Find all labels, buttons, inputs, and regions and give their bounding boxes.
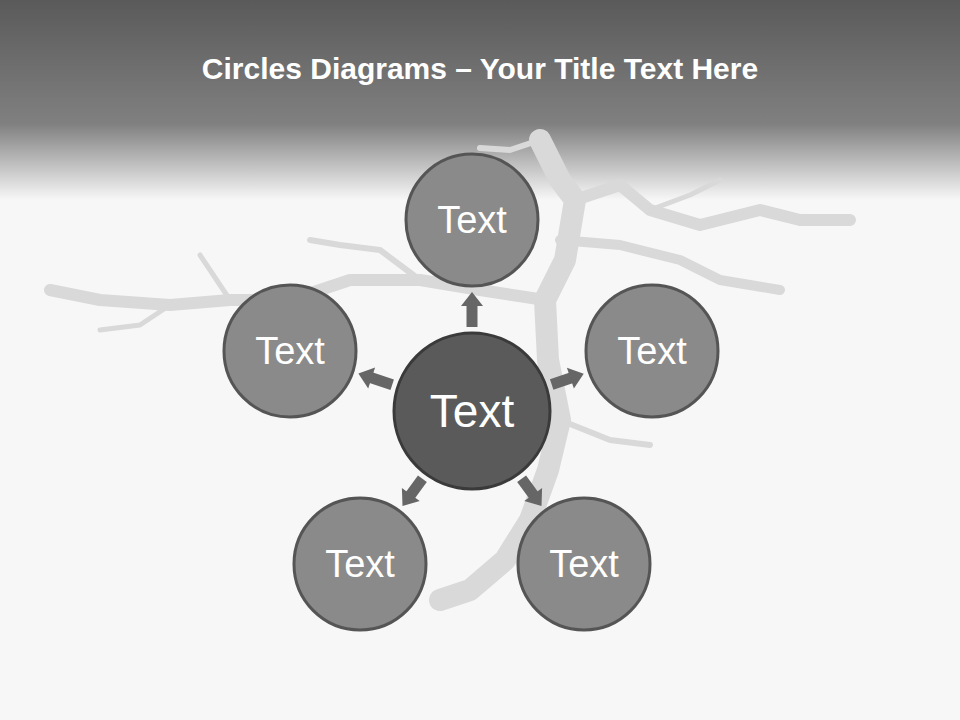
circle-outline [224,285,356,417]
arrowhead [524,488,542,506]
connector-arrow [522,479,542,506]
arrowhead [567,368,584,389]
circle-outline [294,498,426,630]
circle-outline [518,498,650,630]
connector-arrow [461,292,483,327]
connector-line [552,378,573,385]
connector-arrow [402,479,422,506]
connector-line [467,304,478,327]
circle-label: Text [255,330,325,373]
title: Circles Diagrams – Your Title Text Here [0,52,960,86]
connector-line [522,479,535,496]
connector-line [410,479,423,496]
hub-circle: Text [392,331,552,491]
circle-outline [406,154,538,286]
circle-outline [394,333,550,489]
title-text: Circles Diagrams – Your Title Text Here [202,52,758,85]
circle-label: Text [325,543,395,586]
satellite-circle: Text [404,152,540,288]
satellite-circle: Text [516,496,652,632]
connector-arrow [358,368,392,389]
circle-label: Text [430,384,514,438]
satellite-circle: Text [584,283,720,419]
arrowhead [402,488,420,506]
satellite-circle: Text [292,496,428,632]
circle-outline [586,285,718,417]
connector-line [370,377,392,384]
connector-arrow [552,368,584,389]
circle-label: Text [437,199,507,242]
circle-label: Text [617,330,687,373]
arrowhead [461,292,483,306]
circle-label: Text [549,543,619,586]
ground-crack [50,140,850,600]
satellite-circle: Text [222,283,358,419]
arrowhead [358,368,375,389]
